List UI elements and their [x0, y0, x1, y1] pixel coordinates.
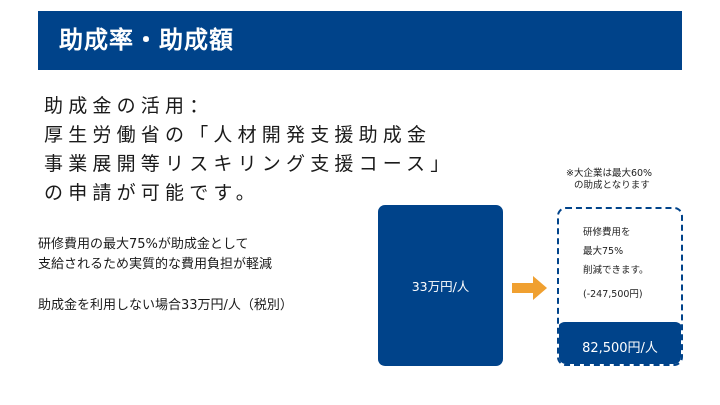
- body-line-no-subsidy: 助成金を利用しない場合33万円/人（税別）: [38, 298, 293, 313]
- lead-line: 助成金の活用：: [44, 95, 214, 117]
- body-line: 研修費用の最大75%が助成金として: [38, 237, 249, 252]
- body-line: 支給されるため実質的な費用負担が軽減: [38, 257, 273, 272]
- note-line: ※大企業は最大60%: [566, 168, 653, 179]
- lead-text: 助成金の活用： 厚生労働省の「人材開発支援助成金 事業展開等リスキリング支援コー…: [44, 92, 454, 208]
- reduction-line: 最大75%: [583, 246, 624, 257]
- body-text: 研修費用の最大75%が助成金として 支給されるため実質的な費用負担が軽減 助成金…: [38, 235, 293, 316]
- reduction-text: 研修費用を 最大75% 削減できます。 (-247,500円): [583, 227, 649, 308]
- right-arrow-icon: [512, 276, 547, 300]
- reduction-line: 研修費用を: [583, 227, 631, 238]
- spacer: [38, 275, 293, 296]
- cost-after-box: 研修費用を 最大75% 削減できます。 (-247,500円) 82,500円/…: [557, 207, 683, 366]
- lead-line: の申請が可能です。: [44, 182, 260, 204]
- note-line: の助成となります: [574, 180, 650, 191]
- cost-after-result: 82,500円/人: [559, 322, 681, 364]
- cost-after-label: 82,500円/人: [582, 340, 658, 356]
- header-bar: 助成率・助成額: [38, 11, 682, 70]
- lead-line: 厚生労働省の「人材開発支援助成金: [44, 124, 432, 146]
- cost-before-label: 33万円/人: [411, 279, 470, 294]
- lead-line: 事業展開等リスキリング支援コース」: [44, 153, 455, 175]
- reduction-amount: (-247,500円): [583, 289, 643, 300]
- reduction-line: 削減できます。: [583, 265, 649, 276]
- page-title: 助成率・助成額: [59, 26, 234, 54]
- large-company-note: ※大企業は最大60% の助成となります: [566, 168, 652, 192]
- cost-before-box: 33万円/人: [378, 205, 503, 366]
